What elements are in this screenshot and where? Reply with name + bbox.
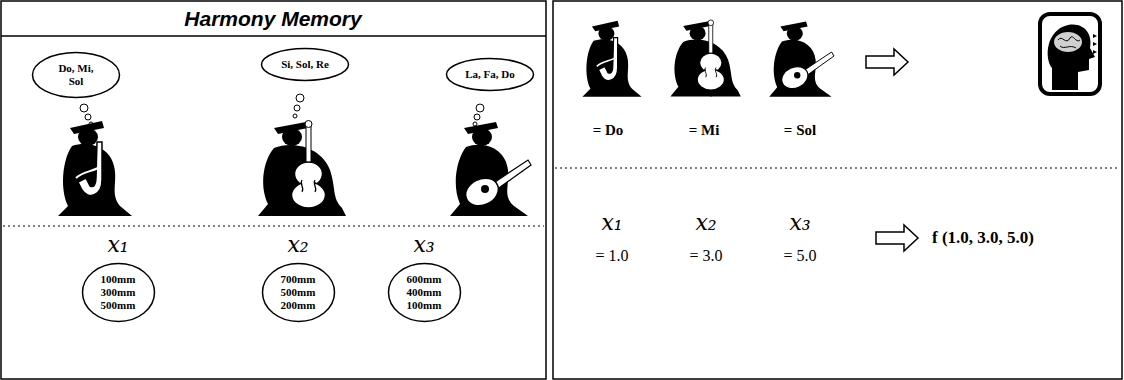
variable-name: x₂ [287,232,308,257]
ellipse-outline [388,263,460,321]
ellipse-outline [447,58,534,90]
node-text: La, Fa, Do [465,68,515,81]
ellipse-outline [33,53,120,98]
brain-icon [1040,14,1100,94]
node-text-group: La, Fa, Do [465,68,515,81]
value-ellipse: 100mm 300mm 500mm [81,262,156,323]
node-text: 600mm 400mm 100mm [407,273,442,312]
ellipse-outline [262,48,349,80]
cello-player [670,20,740,96]
panel-frame [553,1,1122,379]
thought-bubble: Si, Sol, Re [260,47,350,82]
note-assignment: = Do [593,122,624,139]
node-text-group: Si, Sol, Re [280,58,330,71]
value-ellipse: 700mm 500mm 200mm [261,262,336,323]
node-text-group: 600mm 400mm 100mm [407,273,442,312]
value-assignment: = 3.0 [689,247,722,265]
saxophone-player [582,21,641,97]
saxophone-player [58,121,132,216]
title-rule [1,35,546,37]
node-text: Do, Mi, Sol [51,62,101,88]
value-assignment: = 5.0 [783,247,816,265]
signal-marks [1093,34,1097,54]
dotted-divider [555,168,1120,169]
cello-player [258,121,346,217]
brain-folds [1058,37,1080,48]
ellipse-outline [82,263,154,321]
node-text: Si, Sol, Re [280,58,330,71]
node-text: 700mm 500mm 200mm [281,273,316,312]
panel-frame [1,1,546,379]
note-assignment: = Mi [689,122,720,139]
value-ellipse: 600mm 400mm 100mm [387,262,462,323]
thought-dot [294,105,300,111]
thought-dot [476,104,484,112]
panel-title: Harmony Memory [184,7,361,31]
brain [1054,32,1082,52]
variable-name: x₁ [107,232,128,257]
variable-name: x₂ [695,210,716,235]
thought-dot [80,104,88,112]
ellipse-outline [262,263,334,321]
arrow [866,49,908,75]
node-text: 100mm 300mm 500mm [101,273,136,312]
head-profile [1048,25,1095,90]
thought-dot [474,114,480,120]
guitar-player [450,122,531,216]
function-call: f (1.0, 3.0, 5.0) [932,228,1034,248]
arrow [876,225,918,251]
thought-dot [296,94,304,102]
icon-frame [1040,14,1100,94]
value-assignment: = 1.0 [595,247,628,265]
thought-dot [85,114,91,120]
node-text-group: 100mm 300mm 500mm [101,273,136,312]
guitar-player [769,22,834,97]
variable-name: x₃ [789,210,810,235]
node-text-group: 700mm 500mm 200mm [281,273,316,312]
variable-name: x₃ [413,232,434,257]
thought-bubble: La, Fa, Do [445,57,535,92]
node-text-group: Do, Mi, Sol [51,62,101,88]
dotted-divider [3,226,544,227]
variable-name: x₁ [601,210,622,235]
thought-dot [293,114,297,118]
thought-bubble: Do, Mi, Sol [31,51,121,99]
note-assignment: = Sol [784,122,816,139]
thought-dot [473,122,477,126]
